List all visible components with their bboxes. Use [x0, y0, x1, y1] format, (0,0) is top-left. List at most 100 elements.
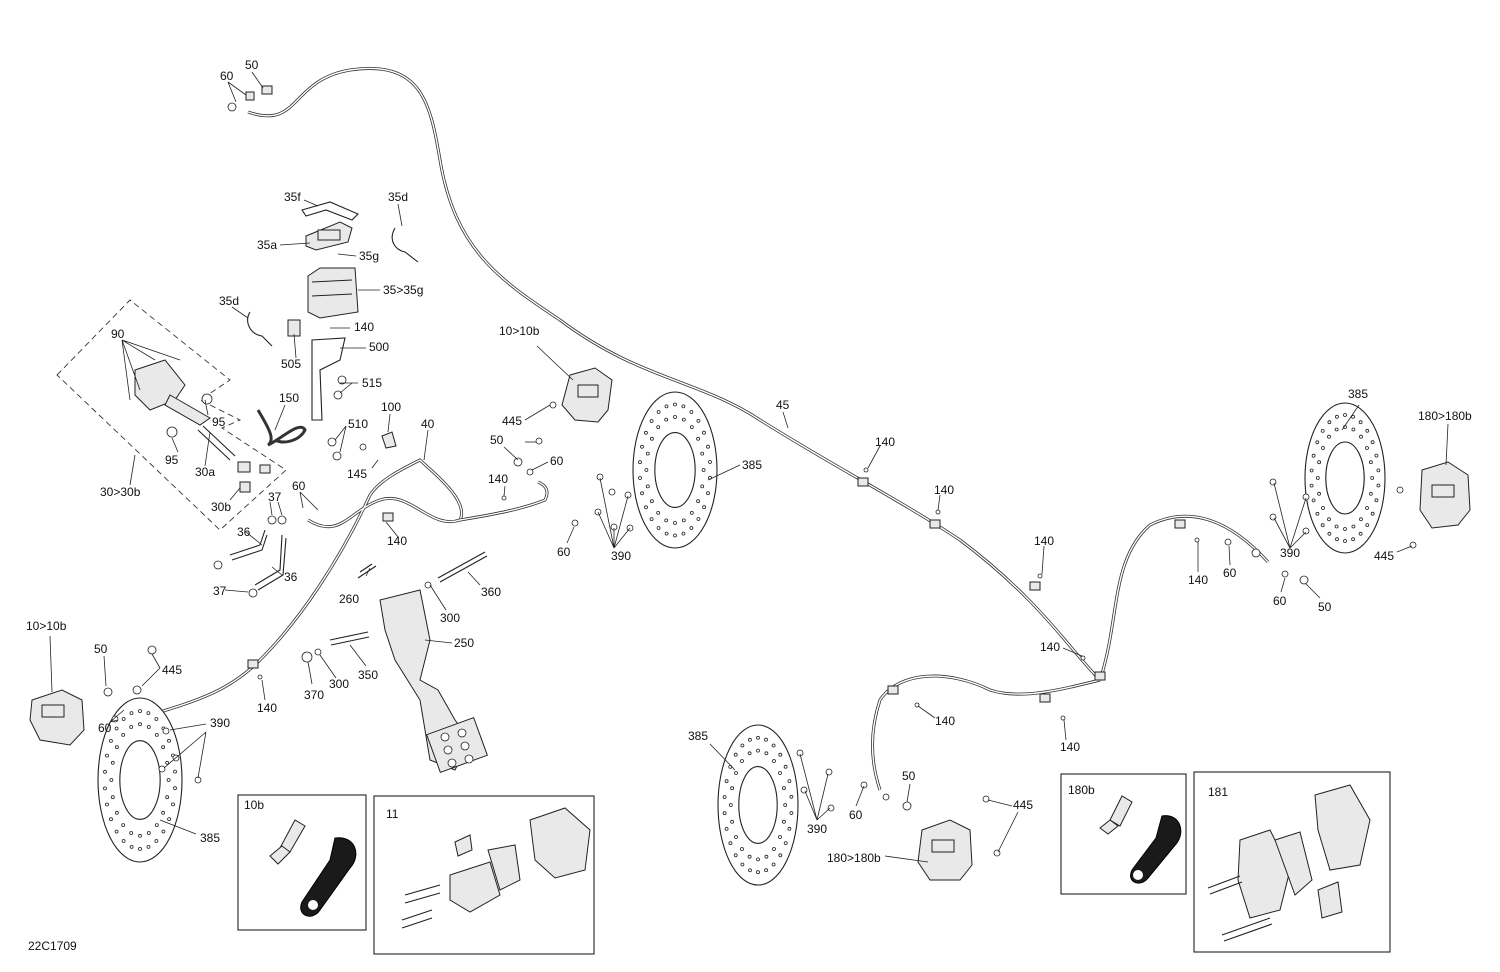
callout-140: 140 [257, 701, 277, 715]
callout-35d: 35d [219, 294, 239, 308]
callout-140: 140 [1040, 640, 1060, 654]
callout-445: 445 [162, 663, 182, 677]
callout-140: 140 [1188, 573, 1208, 587]
fittings-36-37 [213, 515, 287, 598]
reservoir-assembly [247, 201, 419, 461]
callout-445: 445 [1374, 549, 1394, 563]
caliper-rear-right [1396, 461, 1471, 549]
callout-385: 385 [688, 729, 708, 743]
callout-385: 385 [1348, 387, 1368, 401]
small-fasteners [103, 85, 1309, 811]
callout-60: 60 [98, 721, 112, 735]
caliper-group-30 [56, 299, 287, 531]
callout-37: 37 [213, 584, 227, 598]
callout-350: 350 [358, 668, 378, 682]
callout-390: 390 [210, 716, 230, 730]
callout-390: 390 [807, 822, 827, 836]
caliper-front-left [29, 689, 85, 746]
callout-60: 60 [1223, 566, 1237, 580]
callout-50: 50 [245, 58, 259, 72]
inset-title-10b: 10b [244, 798, 264, 812]
brake-line-rear-right [871, 514, 1270, 791]
callout-145: 145 [347, 467, 367, 481]
callout-300: 300 [329, 677, 349, 691]
inset-title-181: 181 [1208, 785, 1228, 799]
brake-discs-385 [97, 391, 1386, 886]
leader-lines [49, 71, 1449, 863]
callout-36: 36 [284, 570, 298, 584]
callout-95: 95 [212, 415, 226, 429]
callout-445: 445 [502, 414, 522, 428]
callout-labels: 60 50 35f 35d 35a 35g 35>35g 35d 140 505… [26, 58, 1472, 953]
callout-60: 60 [557, 545, 571, 559]
callout-140: 140 [387, 534, 407, 548]
drawing-code: 22C1709 [28, 939, 77, 953]
brake-line-40 [149, 458, 549, 717]
callout-60: 60 [849, 808, 863, 822]
brake-line-45 [247, 67, 1102, 682]
callout-140: 140 [488, 472, 508, 486]
callout-500: 500 [369, 340, 389, 354]
caliper-rear-left [917, 795, 1001, 881]
brake-disc [97, 697, 183, 863]
callout-60: 60 [292, 479, 306, 493]
callout-35d: 35d [388, 190, 408, 204]
callout-30a: 30a [195, 465, 215, 479]
callout-35f: 35f [284, 190, 301, 204]
callout-180-180b: 180>180b [1418, 409, 1472, 423]
callout-60: 60 [1273, 594, 1287, 608]
callout-385: 385 [200, 831, 220, 845]
inset-box-11 [373, 795, 595, 955]
callout-140: 140 [934, 483, 954, 497]
callout-95: 95 [165, 453, 179, 467]
callout-510: 510 [348, 417, 368, 431]
callout-140: 140 [935, 714, 955, 728]
callout-50: 50 [1318, 600, 1332, 614]
callout-390: 390 [611, 549, 631, 563]
callout-385: 385 [742, 458, 762, 472]
callout-60: 60 [220, 69, 234, 83]
callout-50: 50 [94, 642, 108, 656]
callout-35-35g: 35>35g [383, 283, 423, 297]
caliper-front-right [535, 367, 613, 445]
callout-30-30b: 30>30b [100, 485, 141, 499]
callout-100: 100 [381, 400, 401, 414]
callout-37: 37 [268, 490, 282, 504]
callout-260: 260 [339, 592, 359, 606]
brake-disc [717, 724, 799, 886]
callout-140: 140 [1060, 740, 1080, 754]
callout-60: 60 [550, 454, 564, 468]
callout-90: 90 [111, 327, 125, 341]
callout-36: 36 [237, 525, 251, 539]
callout-445: 445 [1013, 798, 1033, 812]
callout-50: 50 [490, 433, 504, 447]
callout-150: 150 [279, 391, 299, 405]
callout-35g: 35g [359, 249, 379, 263]
callout-140: 140 [354, 320, 374, 334]
callout-180-180b: 180>180b [827, 851, 881, 865]
callout-140: 140 [875, 435, 895, 449]
brake-line-150 [256, 409, 307, 447]
callout-300: 300 [440, 611, 460, 625]
callout-10-10b: 10>10b [499, 324, 540, 338]
callout-140: 140 [1034, 534, 1054, 548]
inset-box-180b [1060, 773, 1187, 895]
callout-505: 505 [281, 357, 301, 371]
callout-515: 515 [362, 376, 382, 390]
line-clips [247, 477, 1186, 703]
inset-box-181 [1193, 771, 1391, 953]
inset-title-180b: 180b [1068, 783, 1095, 797]
callout-10-10b: 10>10b [26, 619, 67, 633]
callout-45: 45 [776, 398, 790, 412]
callout-50: 50 [902, 769, 916, 783]
brake-disc [632, 391, 718, 549]
inset-title-11: 11 [386, 807, 399, 821]
brake-pedal-250 [301, 551, 488, 773]
callout-360: 360 [481, 585, 501, 599]
callout-370: 370 [304, 688, 324, 702]
callout-40: 40 [421, 417, 435, 431]
inset-box-10b [237, 794, 367, 931]
callout-390: 390 [1280, 546, 1300, 560]
callout-30b: 30b [211, 500, 231, 514]
